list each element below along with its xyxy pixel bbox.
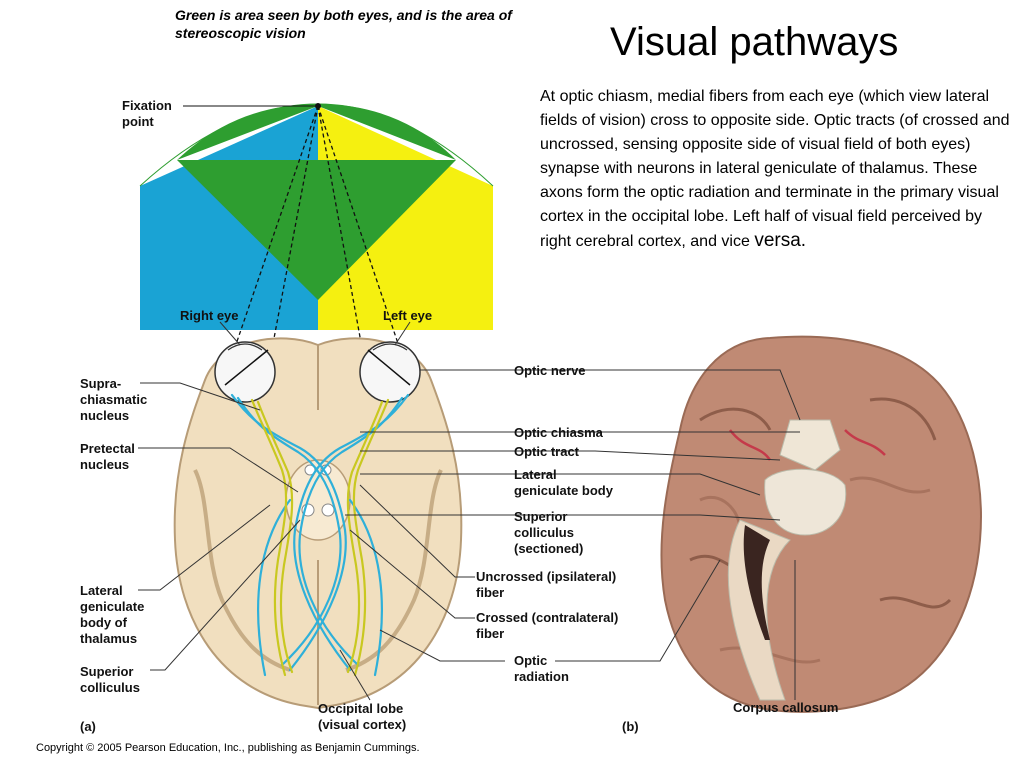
label-uncrossed-line2: fiber — [476, 585, 505, 600]
label-occipital-line1: Occipital lobe — [318, 701, 404, 716]
leader-suprachiasmatic — [140, 382, 261, 411]
label-crossed-fiber: Crossed (contralateral) fiber — [476, 610, 618, 642]
label-sc-b-line1: Superior — [514, 509, 568, 524]
label-occipital-lobe: Occipital lobe (visual cortex) — [318, 701, 406, 733]
visual-field — [139, 103, 494, 386]
yellow-fiber-2 — [256, 400, 294, 674]
leader-lines — [138, 321, 801, 701]
nerve-fibers — [230, 393, 410, 677]
label-optic-nerve: Optic nerve — [514, 363, 586, 378]
leader-radiation — [379, 559, 721, 662]
label-lateral-geniculate-body: Lateral geniculate body — [514, 467, 613, 499]
label-lgn-a-line4: thalamus — [80, 631, 138, 646]
leader-lgn-a — [138, 504, 271, 591]
label-pretectal-line1: Pretectal — [80, 441, 135, 456]
label-optic-tract: Optic tract — [514, 444, 580, 459]
label-optic-radiation: Optic radiation — [514, 653, 569, 685]
label-pretectal-nucleus: Pretectal nucleus — [80, 441, 135, 473]
temporal-fold-right — [345, 469, 443, 672]
label-suprachiasmatic-line3: nucleus — [80, 408, 130, 423]
label-superior-colliculus-a: Superior colliculus — [80, 664, 140, 696]
leader-optic-nerve — [420, 369, 801, 421]
label-lgn-a-line1: Lateral — [80, 583, 123, 598]
label-corpus-callosum: Corpus callosum — [733, 700, 839, 715]
label-sc-a-line1: Superior — [80, 664, 134, 679]
binocular-field-lower — [177, 160, 456, 300]
page-title: Visual pathways — [610, 20, 899, 64]
eyes — [214, 341, 421, 403]
top-note: Green is area seen by both eyes, and is … — [175, 7, 512, 41]
description-main: At optic chiasm, medial fibers from each… — [540, 88, 1010, 250]
right-eye-arrow-a — [224, 349, 269, 386]
label-left-eye: Left eye — [383, 308, 433, 323]
label-crossed-line1: Crossed (contralateral) — [476, 610, 619, 625]
label-radiation-line2: radiation — [514, 669, 569, 684]
label-fixation-point-line2: point — [122, 114, 154, 129]
sight-line-rr — [221, 105, 319, 386]
leader-eye-left — [394, 321, 411, 346]
left-lens — [372, 343, 408, 351]
label-optic-chiasma: Optic chiasma — [514, 425, 603, 440]
brain-section — [173, 337, 463, 710]
left-eyeball — [359, 341, 421, 403]
label-suprachiasmatic-line1: Supra- — [80, 376, 122, 391]
label-sc-b-line2: colliculus — [514, 525, 574, 540]
label-occipital-line2: (visual cortex) — [318, 717, 407, 732]
label-sc-a-line2: colliculus — [80, 680, 140, 695]
label-fixation-point: Fixation point — [122, 98, 172, 130]
leader-sc-a — [150, 519, 301, 671]
label-lgn-b-line1: Lateral — [514, 467, 557, 482]
right-lens — [227, 343, 263, 351]
copyright-text: Copyright © 2005 Pearson Education, Inc.… — [36, 742, 420, 754]
colliculus-dot-right — [321, 503, 335, 517]
left-eye-arrow-a — [367, 349, 411, 386]
specimen-midbrain — [764, 468, 847, 536]
label-uncrossed-line1: Uncrossed (ipsilateral) — [476, 569, 617, 584]
description-end: versa. — [754, 230, 807, 251]
leader-occipital — [339, 649, 371, 701]
label-right-eye: Right eye — [180, 308, 239, 323]
binocular-field — [177, 104, 456, 160]
leader-crossed — [349, 529, 475, 619]
fixation-point-dot — [315, 103, 321, 109]
label-suprachiasmatic-line2: chiasmatic — [80, 392, 148, 407]
sight-line-lr — [317, 105, 367, 371]
yellow-fiber-1 — [250, 398, 288, 677]
label-suprachiasmatic-nucleus: Supra- chiasmatic nucleus — [80, 376, 147, 424]
leader-eye-right — [219, 321, 241, 346]
specimen-vessels — [729, 429, 886, 461]
specimen-gyri-1 — [689, 397, 952, 609]
temporal-fold-left — [193, 469, 291, 672]
leader-uncrossed — [359, 484, 475, 578]
blue-radiation-left — [257, 498, 292, 677]
specimen-ventricle — [743, 525, 770, 640]
label-panel-b: (b) — [622, 719, 639, 734]
label-uncrossed-fiber: Uncrossed (ipsilateral) fiber — [476, 569, 616, 601]
sight-line-ll — [317, 105, 413, 386]
label-lgn-a-line3: body of — [80, 615, 127, 630]
label-pretectal-line2: nucleus — [80, 457, 130, 472]
description-text: At optic chiasm, medial fibers from each… — [540, 85, 1010, 254]
leader-lgn-b — [360, 473, 761, 496]
leader-sc-b — [345, 514, 781, 521]
label-sc-b-line3: (sectioned) — [514, 541, 584, 556]
leader-optic-tract — [360, 450, 781, 461]
label-superior-colliculus-b: Superior colliculus (sectioned) — [514, 509, 583, 557]
yellow-fiber-3 — [346, 400, 384, 674]
label-fixation-point-line1: Fixation — [122, 98, 172, 113]
label-crossed-line2: fiber — [476, 626, 505, 641]
label-radiation-line1: Optic — [514, 653, 548, 668]
yellow-fiber-4 — [352, 398, 390, 677]
label-lgn-a-line2: geniculate — [80, 599, 145, 614]
leader-pretectal — [138, 447, 299, 493]
brain-specimen — [660, 335, 982, 713]
label-panel-a: (a) — [80, 719, 96, 734]
label-lateral-geniculate-thalamus: Lateral geniculate body of thalamus — [80, 583, 144, 647]
sight-line-rl — [267, 105, 319, 371]
label-lgn-b-line2: geniculate body — [514, 483, 613, 498]
